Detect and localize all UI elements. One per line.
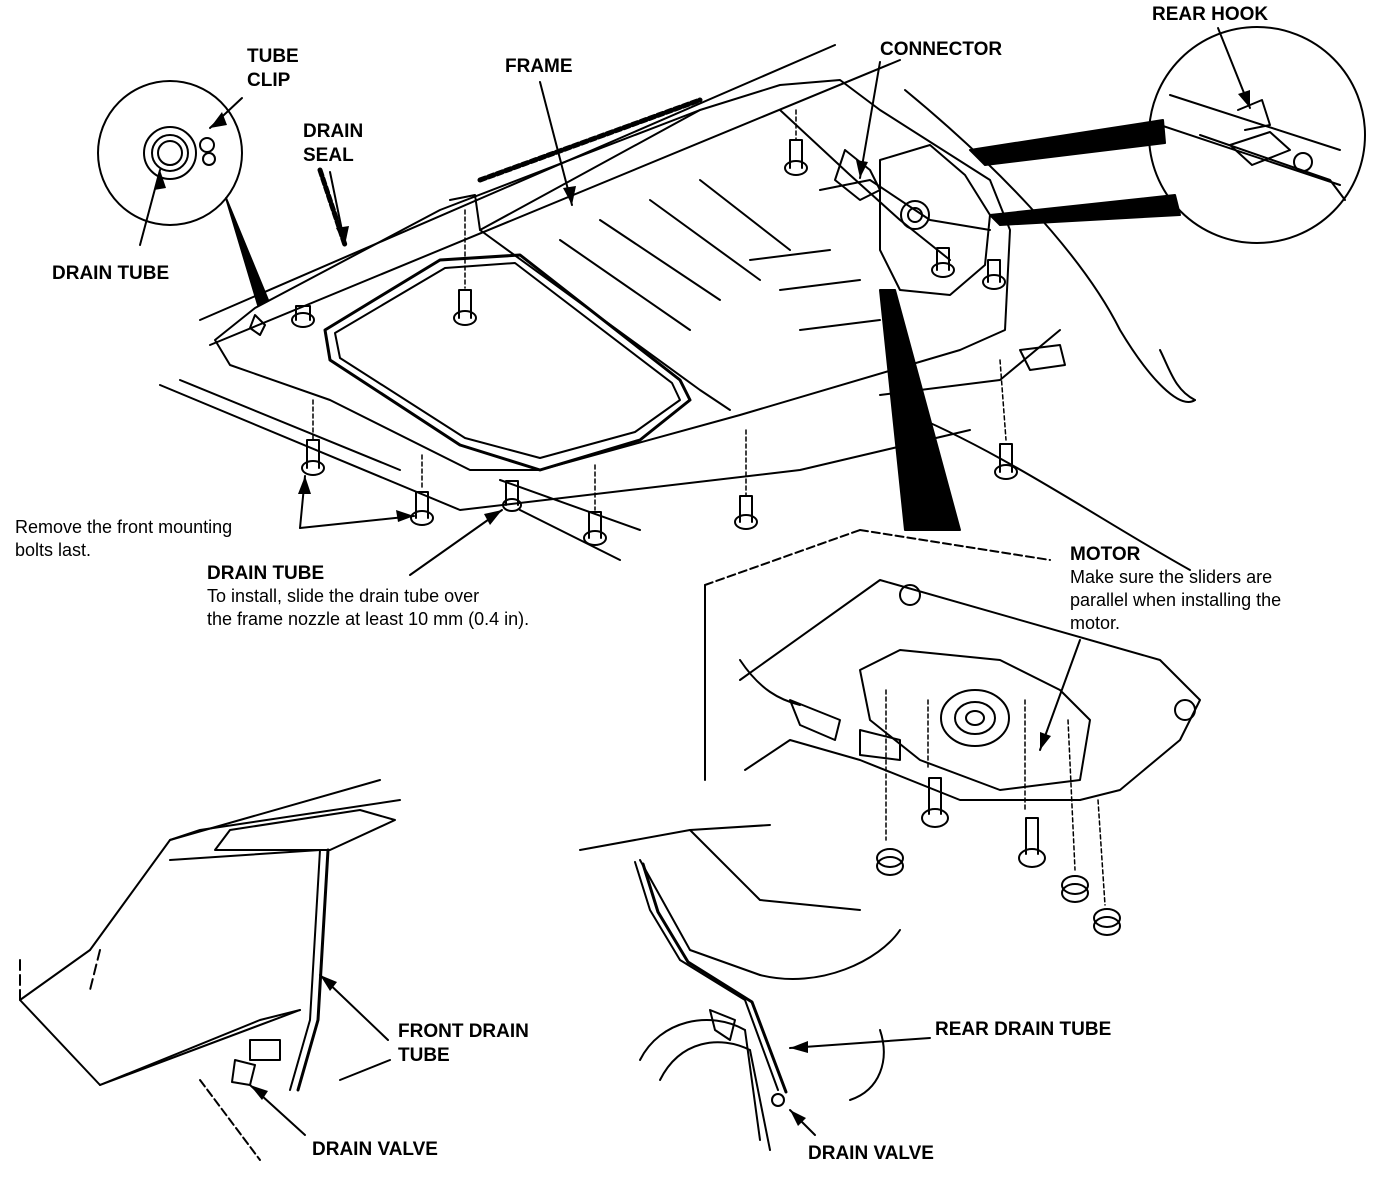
lower-callout-arrows <box>249 974 931 1136</box>
motor-title: MOTOR <box>1070 544 1141 565</box>
motor-mounting-bolts <box>876 689 1121 936</box>
rear-hook-label: REAR HOOK <box>1152 4 1269 25</box>
frame-mounting-bolts <box>291 139 1018 546</box>
tube-clip-detail-circle <box>97 80 269 306</box>
sunroof-frame <box>214 79 1066 472</box>
connector-label: CONNECTOR <box>880 39 1003 60</box>
arrowheads <box>154 90 1250 1126</box>
drain-valve-rear-label: DRAIN VALVE <box>808 1143 934 1164</box>
motor-detail-panel <box>704 529 1201 801</box>
roof-body-outline <box>159 44 1196 571</box>
rear-car-view <box>579 824 901 1151</box>
bolt-alignment-lines <box>312 109 1007 511</box>
frame-label: FRAME <box>505 56 573 77</box>
drain-tube-top-label: DRAIN TUBE <box>52 263 170 284</box>
rear-drain-tube-label: REAR DRAIN TUBE <box>935 1019 1112 1040</box>
front-car-view <box>19 779 401 1161</box>
motor-detail-wedge <box>879 289 961 531</box>
rear-hook-detail-circle <box>969 26 1366 244</box>
drain-valve-front-label: DRAIN VALVE <box>312 1139 438 1160</box>
drain-tube-install-title: DRAIN TUBE <box>207 563 325 584</box>
